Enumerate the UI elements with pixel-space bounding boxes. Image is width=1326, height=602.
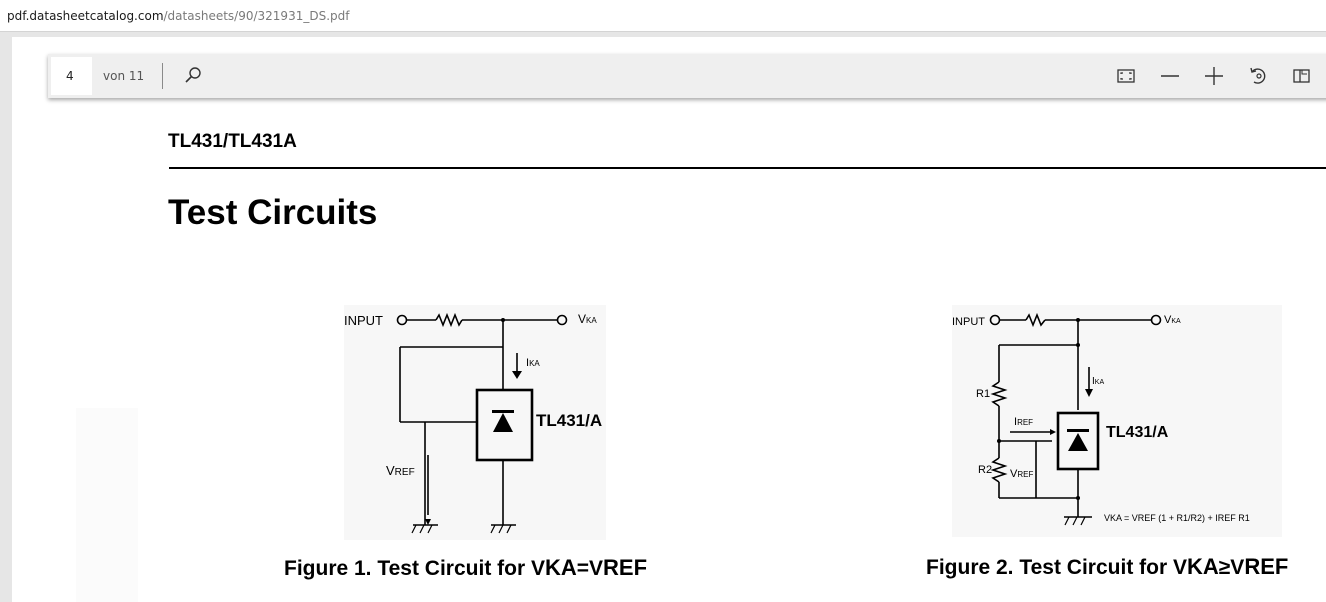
fig2-caption-sub2: REF — [1244, 554, 1289, 579]
search-icon[interactable] — [183, 66, 203, 86]
fig1-input-label: INPUT — [344, 313, 383, 328]
fig1-device-label: TL431/A — [536, 411, 602, 430]
fig2-caption-mid: ≥V — [1218, 556, 1245, 579]
pdf-toolbar: von 11 — [48, 54, 1326, 98]
zoom-in-icon[interactable] — [1204, 66, 1224, 86]
address-bar[interactable]: pdf.datasheetcatalog.com/datasheets/90/3… — [0, 0, 1326, 32]
fig1-vref-sub: REF — [395, 467, 415, 478]
figure-2-caption: Figure 2. Test Circuit for VKA≥VREF — [926, 554, 1288, 580]
fig2-iref-sub: REF — [1017, 418, 1033, 427]
rotate-icon[interactable] — [1248, 66, 1268, 86]
fig1-vref-label: V — [386, 463, 395, 478]
svg-text:IKA: IKA — [1092, 376, 1104, 387]
fig1-caption-sub1: KA — [544, 555, 577, 580]
fig2-ika-label: I — [1092, 376, 1095, 387]
fig1-ika-sub: KA — [529, 359, 540, 368]
fig2-device-label: TL431/A — [1106, 424, 1169, 441]
zoom-out-icon[interactable] — [1160, 66, 1180, 86]
fig2-r1-label: R1 — [976, 388, 990, 400]
fig1-vka-label: V — [578, 312, 586, 326]
fig2-ika-sub: KA — [1095, 379, 1105, 386]
svg-text:VREF: VREF — [386, 463, 415, 478]
fig2-formula: VKA = VREF (1 + R1/R2) + IREF R1 — [1104, 513, 1250, 523]
page-number-input[interactable] — [51, 57, 92, 95]
section-title: Test Circuits — [168, 193, 378, 232]
svg-text:VREF: VREF — [1010, 468, 1033, 480]
fig2-r2-label: R2 — [978, 464, 992, 476]
figure-2-circuit: INPUT VKA IKA R1 R2 IREF VREF TL431/A VK… — [948, 305, 1284, 537]
fig2-vref-sub: REF — [1017, 470, 1033, 479]
fig1-caption-sub2: REF — [603, 555, 648, 580]
fig2-caption-text: Figure 2. Test Circuit for V — [926, 556, 1187, 579]
fig2-iref-label: I — [1014, 416, 1017, 428]
figure-1-caption: Figure 1. Test Circuit for VKA=VREF — [284, 555, 647, 581]
svg-text:VKA: VKA — [1164, 314, 1181, 326]
fig2-caption-sub1: KA — [1186, 554, 1219, 579]
page-total-label: von 11 — [103, 69, 145, 83]
url-path: /datasheets/90/321931_DS.pdf — [163, 9, 350, 23]
two-page-icon[interactable] — [1292, 66, 1312, 86]
fig1-caption-text: Figure 1. Test Circuit for V — [284, 557, 545, 580]
url-host: pdf.datasheetcatalog.com — [7, 9, 164, 23]
fig2-vka-label: V — [1164, 314, 1172, 326]
fig1-caption-mid: =V — [576, 557, 604, 580]
fig1-vka-sub: KA — [586, 316, 597, 325]
header-rule — [169, 167, 1326, 169]
svg-text:VKA: VKA — [578, 312, 597, 326]
figure-1-circuit: INPUT VKA IKA VREF TL431/A — [340, 305, 610, 540]
svg-text:IKA: IKA — [526, 357, 540, 369]
fig2-vka-sub: KA — [1171, 318, 1181, 325]
viewer-background — [0, 37, 12, 602]
svg-text:IREF: IREF — [1014, 416, 1033, 428]
toolbar-separator — [162, 63, 163, 89]
fig1-ika-label: I — [526, 357, 529, 369]
page-shadow — [76, 408, 138, 602]
document-header: TL431/TL431A — [168, 131, 297, 152]
fig2-vref-label: V — [1010, 468, 1018, 480]
fig2-input-label: INPUT — [952, 316, 985, 328]
fit-page-icon[interactable] — [1116, 66, 1136, 86]
